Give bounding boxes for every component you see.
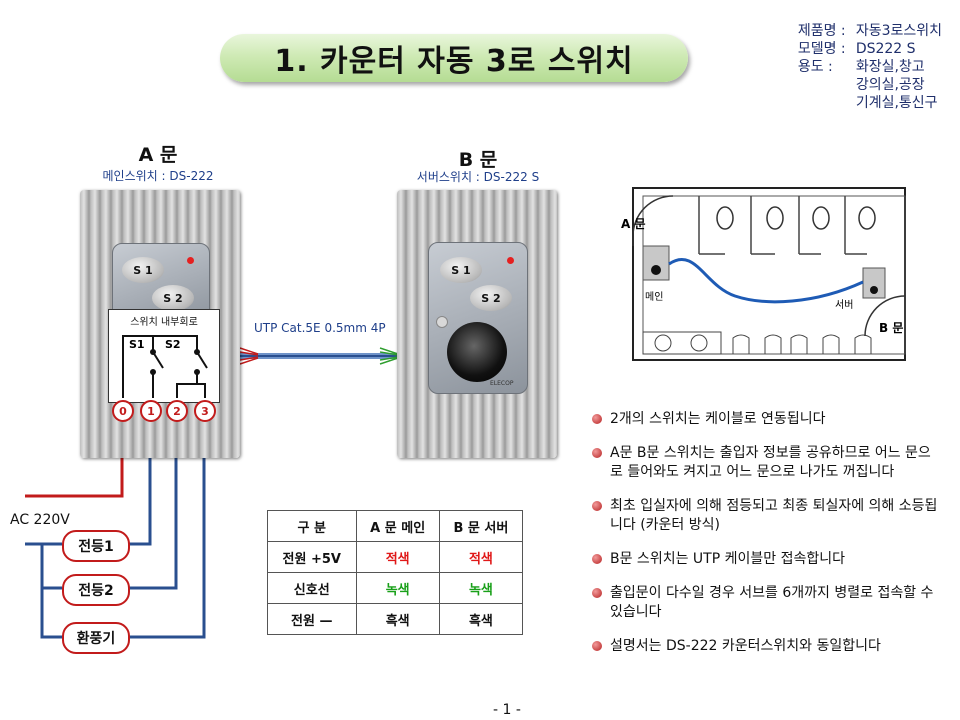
- info-row: 기계실,통신구: [798, 94, 942, 112]
- page-number: - 1 -: [493, 702, 521, 718]
- switch-button-s2[interactable]: S 2: [470, 285, 512, 311]
- bullet-icon: [592, 414, 602, 424]
- info-row: 제품명 : 자동3로스위치: [798, 22, 942, 40]
- list-item-text: 2개의 스위치는 케이블로 연동됩니다: [610, 411, 826, 427]
- door-a-subtitle: 메인스위치 : DS-222: [102, 169, 214, 183]
- table-header-row: 구 분 A 문 메인 B 문 서버: [267, 510, 524, 542]
- table-header-cell: 구 분: [267, 510, 357, 542]
- info-row: 강의실,공장: [798, 76, 942, 94]
- list-item: 출입문이 다수일 경우 서브를 6개까지 병렬로 접속할 수 있습니다: [592, 584, 942, 622]
- table-cell: 전원 +5V: [267, 541, 357, 573]
- info-key: 모델명 :: [797, 41, 846, 57]
- load-wire-1: [128, 420, 152, 546]
- floor-plan: A 문 B 문 메인 서버: [621, 187, 906, 361]
- led-indicator: [187, 257, 194, 264]
- light-sensor: [436, 316, 448, 328]
- floorplan-main-label: 메인: [645, 291, 663, 303]
- terminal-1: 1: [140, 400, 162, 422]
- inner-circuit-box: 스위치 내부회로 S1 S2: [108, 309, 220, 403]
- load-light-2: 전등2: [62, 574, 130, 606]
- power-label: AC 220V: [10, 512, 70, 528]
- info-value: DS222 S: [855, 41, 916, 57]
- list-item: 2개의 스위치는 케이블로 연동됩니다: [592, 410, 942, 429]
- table-row: 전원 — 흑색 흑색: [267, 603, 524, 635]
- table-cell: 적색: [355, 541, 440, 573]
- info-key: 용도 :: [797, 59, 833, 75]
- list-item: 최초 입실자에 의해 점등되고 최종 퇴실자에 의해 소등됩니다 (카운터 방식…: [592, 497, 942, 535]
- floorplan-cable: [668, 257, 864, 304]
- list-item-text: 설명서는 DS-222 카운터스위치와 동일합니다: [610, 638, 881, 654]
- switch-button-s2[interactable]: S 2: [152, 285, 194, 311]
- bullet-icon: [592, 448, 602, 458]
- cable-label: UTP Cat.5E 0.5mm 4P: [254, 321, 386, 335]
- list-item: A문 B문 스위치는 출입자 정보를 공유하므로 어느 문으로 들어와도 켜지고…: [592, 444, 942, 482]
- inner-circuit-schematic: S1 S2: [122, 335, 208, 398]
- bullet-icon: [592, 501, 602, 511]
- switch-button-s1[interactable]: S 1: [440, 257, 482, 283]
- table-cell: 적색: [438, 541, 524, 573]
- info-row: 모델명 : DS222 S: [798, 40, 942, 58]
- bullet-icon: [592, 588, 602, 598]
- terminal-0: 0: [112, 400, 134, 422]
- product-info: 제품명 : 자동3로스위치 모델명 : DS222 S 용도 : 화장실,창고 강의실…: [798, 22, 942, 112]
- info-value: 자동3로스위치: [855, 23, 942, 39]
- bullet-icon: [592, 641, 602, 651]
- list-item-text: 최초 입실자에 의해 점등되고 최종 퇴실자에 의해 소등됩니다 (카운터 방식…: [610, 498, 938, 533]
- power-wire-neutral: [25, 542, 62, 639]
- table-cell: 녹색: [438, 572, 524, 604]
- motion-sensor-dome: [447, 322, 507, 382]
- table-cell: 전원 —: [267, 603, 357, 635]
- table-row: 신호선 녹색 녹색: [267, 572, 524, 604]
- door-b-heading: B 문: [458, 149, 498, 171]
- inner-circuit-label: 스위치 내부회로: [130, 317, 198, 328]
- led-indicator: [507, 257, 514, 264]
- title-banner: 1. 카운터 자동 3로 스위치: [220, 34, 688, 82]
- info-value: 기계실,통신구: [855, 95, 938, 111]
- info-row: 용도 : 화장실,창고: [798, 58, 942, 76]
- list-item: 설명서는 DS-222 카운터스위치와 동일합니다: [592, 637, 942, 656]
- list-item-text: A문 B문 스위치는 출입자 정보를 공유하므로 어느 문으로 들어와도 켜지고…: [610, 445, 931, 480]
- table-cell: 흑색: [355, 603, 440, 635]
- info-value: 강의실,공장: [855, 77, 925, 93]
- feature-list: 2개의 스위치는 케이블로 연동됩니다 A문 B문 스위치는 출입자 정보를 공…: [592, 410, 942, 671]
- table-header-cell: A 문 메인: [355, 510, 440, 542]
- wire-color-table: 구 분 A 문 메인 B 문 서버 전원 +5V 적색 적색 신호선 녹색 녹색…: [267, 510, 524, 635]
- list-item-text: B문 스위치는 UTP 케이블만 접속합니다: [610, 551, 845, 567]
- cable-end-b: [379, 347, 399, 365]
- floorplan-server-label: 서버: [835, 299, 853, 311]
- switch-button-s1[interactable]: S 1: [122, 257, 164, 283]
- info-key: 제품명 :: [797, 23, 846, 39]
- floorplan-door-b: B 문: [879, 321, 903, 335]
- list-item: B문 스위치는 UTP 케이블만 접속합니다: [592, 550, 942, 569]
- door-a-heading: A 문: [138, 144, 178, 166]
- table-row: 전원 +5V 적색 적색: [267, 541, 524, 573]
- load-wire-3: [128, 420, 206, 639]
- table-header-cell: B 문 서버: [438, 510, 524, 542]
- cable-end-a: [239, 347, 259, 365]
- door-b-subtitle: 서버스위치 : DS-222 S: [416, 170, 540, 184]
- terminal-3: 3: [194, 400, 216, 422]
- table-cell: 흑색: [438, 603, 524, 635]
- table-cell: 신호선: [267, 572, 357, 604]
- page-title: 1. 카운터 자동 3로 스위치: [274, 44, 634, 79]
- table-cell: 녹색: [355, 572, 440, 604]
- brand-label: ELECOP: [490, 380, 514, 387]
- load-light-1: 전등1: [62, 530, 130, 562]
- list-item-text: 출입문이 다수일 경우 서브를 6개까지 병렬로 접속할 수 있습니다: [610, 585, 934, 620]
- load-fan: 환풍기: [62, 622, 130, 654]
- info-value: 화장실,창고: [855, 59, 925, 75]
- floorplan-door-a: A 문: [621, 217, 646, 231]
- inner-s1-label: S1: [129, 338, 145, 351]
- load-wire-2: [128, 420, 178, 590]
- inner-s2-label: S2: [165, 338, 181, 351]
- terminal-2: 2: [166, 400, 188, 422]
- bullet-icon: [592, 554, 602, 564]
